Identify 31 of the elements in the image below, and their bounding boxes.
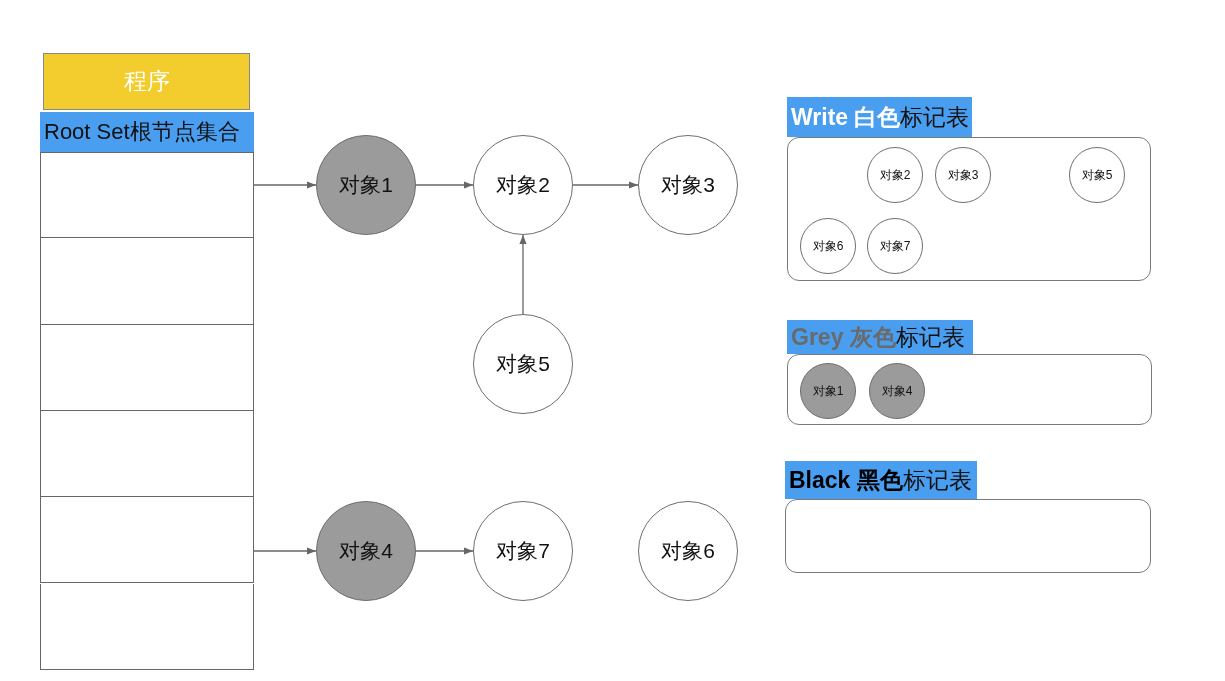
table-cell [40, 324, 254, 411]
object-circle: 对象4 [869, 363, 925, 419]
table-cell [40, 238, 254, 325]
arrow [572, 181, 639, 189]
program-box: 程序 [43, 53, 250, 110]
arrow [519, 234, 527, 315]
arrow [415, 181, 474, 189]
object-circle: 对象1 [316, 135, 416, 235]
table-heading: Grey 灰色标记表 [787, 320, 973, 354]
object-circle: 对象3 [935, 147, 991, 203]
object-circle: 对象6 [638, 501, 738, 601]
object-circle: 对象6 [800, 218, 856, 274]
table-cell [40, 497, 254, 584]
arrow [415, 547, 474, 555]
table-heading: Black 黑色标记表 [785, 461, 977, 499]
object-circle: 对象2 [867, 147, 923, 203]
object-circle: 对象5 [473, 314, 573, 414]
object-circle: 对象3 [638, 135, 738, 235]
object-circle: 对象1 [800, 363, 856, 419]
column-header: Root Set根节点集合 [40, 112, 254, 152]
table-cell [40, 583, 254, 670]
object-circle: 对象2 [473, 135, 573, 235]
object-circle: 对象5 [1069, 147, 1125, 203]
table-cell [40, 410, 254, 498]
arrow [253, 547, 317, 555]
object-circle: 对象7 [473, 501, 573, 601]
table-heading: Write 白色标记表 [787, 97, 972, 137]
object-circle: 对象4 [316, 501, 416, 601]
table-cell [40, 152, 254, 239]
arrow [253, 181, 317, 189]
object-circle: 对象7 [867, 218, 923, 274]
